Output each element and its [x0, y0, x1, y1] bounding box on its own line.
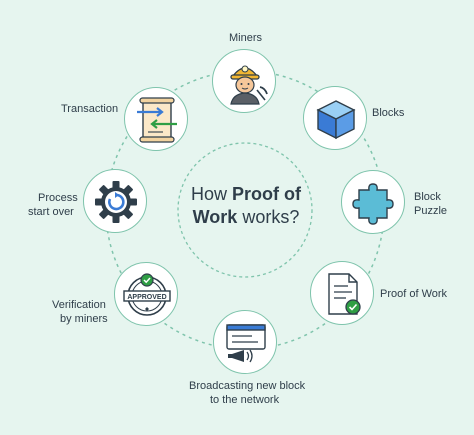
- label-block-puzzle-2: Puzzle: [414, 205, 448, 217]
- label-verification-2: by miners: [60, 313, 108, 325]
- step-proof-of-work: [310, 261, 374, 325]
- label-broadcasting-2: to the network: [210, 394, 280, 406]
- step-verification: APPROVED: [114, 262, 178, 326]
- step-miners: [212, 49, 276, 113]
- label-proof-of-work: Proof of Work: [380, 288, 448, 300]
- transaction-scroll-icon: [137, 97, 177, 143]
- title-suffix: works?: [237, 207, 300, 227]
- approved-stamp-icon: APPROVED: [123, 273, 171, 316]
- step-process-start-over: [83, 169, 147, 233]
- title-bold-1: Proof of: [232, 184, 301, 204]
- restart-gear-icon: [95, 181, 137, 223]
- label-process-2: start over: [28, 206, 74, 218]
- label-miners: Miners: [229, 32, 263, 44]
- step-blocks: [303, 86, 367, 150]
- label-transaction: Transaction: [61, 103, 119, 115]
- label-blocks: Blocks: [372, 107, 405, 119]
- miner-icon: [230, 65, 268, 105]
- label-block-puzzle-1: Block: [414, 191, 441, 203]
- diagram-title: How Proof of Work works?: [176, 183, 316, 229]
- cube-icon: [316, 100, 356, 140]
- puzzle-icon: [352, 183, 394, 225]
- label-process-1: Process: [38, 192, 78, 204]
- label-broadcasting-1: Broadcasting new block: [189, 380, 306, 392]
- svg-text:APPROVED: APPROVED: [127, 294, 166, 301]
- step-block-puzzle: [341, 170, 405, 234]
- title-bold-2: Work: [192, 207, 238, 227]
- title-prefix: How: [190, 184, 232, 204]
- step-transaction: [124, 87, 188, 151]
- broadcast-icon: [226, 324, 266, 363]
- step-broadcasting: [213, 310, 277, 374]
- label-verification-1: Verification: [52, 299, 106, 311]
- document-check-icon: [328, 273, 361, 315]
